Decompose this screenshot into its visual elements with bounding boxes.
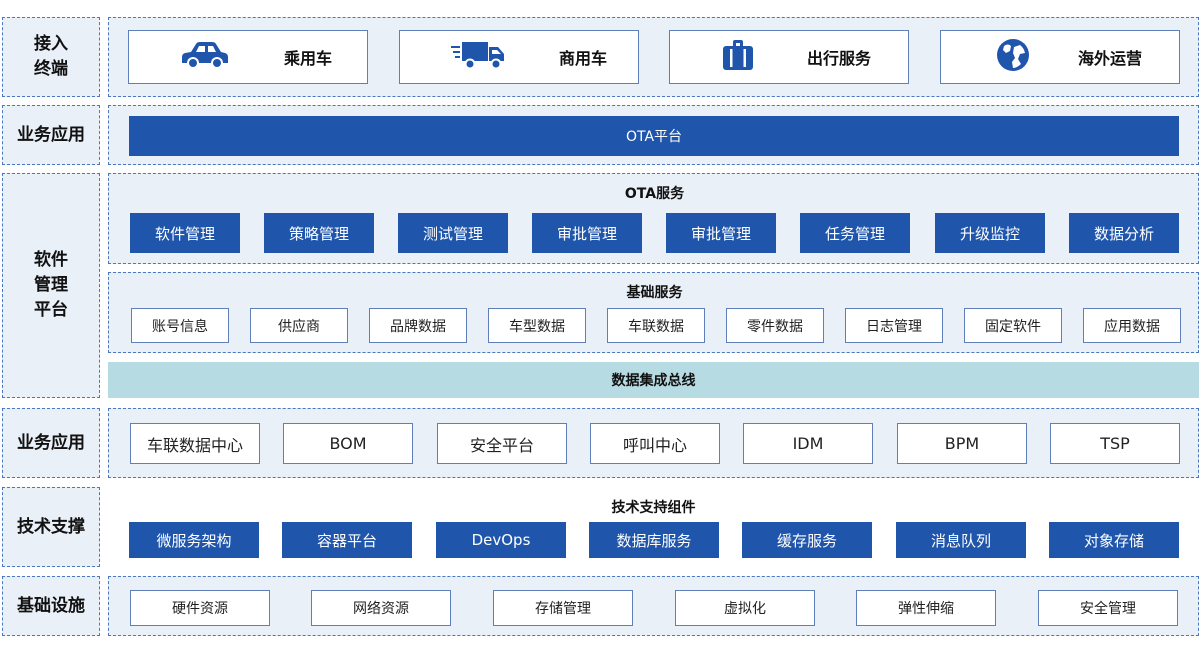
business-app-item: 呼叫中心 — [590, 423, 720, 464]
terminal-commercial-vehicle: 商用车 — [399, 30, 639, 84]
business-app-panel: OTA平台 — [108, 105, 1199, 165]
briefcase-icon — [722, 39, 754, 75]
business-apps-panel: 车联数据中心 BOM 安全平台 呼叫中心 IDM BPM TSP — [108, 408, 1199, 478]
business-app-item: TSP — [1050, 423, 1180, 464]
car-icon — [181, 41, 229, 73]
terminal-label: 出行服务 — [807, 49, 872, 68]
ota-service-title: OTA服务 — [624, 186, 685, 202]
infrastructure-item: 虚拟化 — [675, 590, 815, 626]
ota-service-item: 审批管理 — [532, 213, 642, 253]
business-app-item: IDM — [743, 423, 873, 464]
ota-service-item: 数据分析 — [1069, 213, 1179, 253]
data-integration-bus: 数据集成总线 — [108, 362, 1199, 398]
ota-platform-bar: OTA平台 — [129, 116, 1179, 156]
base-service-item: 应用数据 — [1083, 308, 1181, 343]
row-label-business-app-2: 业务应用 — [2, 408, 100, 478]
globe-icon — [996, 38, 1030, 76]
tech-support-title: 技术支持组件 — [611, 500, 696, 516]
ota-service-item: 升级监控 — [935, 213, 1045, 253]
terminal-label: 海外运营 — [1078, 49, 1143, 68]
base-service-item: 日志管理 — [845, 308, 943, 343]
row-label-tech-support: 技术支撑 — [2, 487, 100, 567]
infrastructure-item: 安全管理 — [1038, 590, 1178, 626]
infrastructure-panel: 硬件资源 网络资源 存储管理 虚拟化 弹性伸缩 安全管理 — [108, 576, 1199, 636]
terminal-passenger-car: 乘用车 — [128, 30, 368, 84]
row-label-software-platform: 软件 管理 平台 — [2, 173, 100, 398]
infrastructure-item: 网络资源 — [311, 590, 451, 626]
row-label-infrastructure: 基础设施 — [2, 576, 100, 636]
business-app-item: BPM — [897, 423, 1027, 464]
ota-service-item: 软件管理 — [130, 213, 240, 253]
base-service-item: 零件数据 — [726, 308, 824, 343]
truck-icon — [450, 39, 506, 75]
terminal-mobility-service: 出行服务 — [669, 30, 909, 84]
infrastructure-item: 存储管理 — [493, 590, 633, 626]
tech-support-panel: 技术支持组件 微服务架构 容器平台 DevOps 数据库服务 缓存服务 消息队列… — [108, 487, 1199, 567]
business-app-item: BOM — [283, 423, 413, 464]
terminal-label: 乘用车 — [284, 49, 333, 68]
ota-service-item: 任务管理 — [800, 213, 910, 253]
infrastructure-item: 弹性伸缩 — [856, 590, 996, 626]
base-service-item: 供应商 — [250, 308, 348, 343]
base-service-item: 品牌数据 — [369, 308, 467, 343]
ota-service-item: 审批管理 — [666, 213, 776, 253]
row-label-access: 接入 终端 — [2, 17, 100, 97]
terminal-overseas-operation: 海外运营 — [940, 30, 1180, 84]
base-service-item: 车型数据 — [488, 308, 586, 343]
base-service-item: 账号信息 — [131, 308, 229, 343]
base-service-item: 车联数据 — [607, 308, 705, 343]
tech-support-item: 微服务架构 — [129, 522, 259, 558]
tech-support-item: 消息队列 — [896, 522, 1026, 558]
tech-support-item: 缓存服务 — [742, 522, 872, 558]
base-service-item: 固定软件 — [964, 308, 1062, 343]
base-service-title: 基础服务 — [626, 285, 683, 301]
base-service-panel: 基础服务 账号信息 供应商 品牌数据 车型数据 车联数据 零件数据 日志管理 固… — [108, 272, 1199, 353]
terminal-label: 商用车 — [559, 49, 608, 68]
infrastructure-item: 硬件资源 — [130, 590, 270, 626]
terminals-panel: 乘用车 商用车 出行服务 — [108, 17, 1199, 97]
tech-support-item: 对象存储 — [1049, 522, 1179, 558]
business-app-item: 安全平台 — [437, 423, 567, 464]
tech-support-item: DevOps — [436, 522, 566, 558]
ota-service-panel: OTA服务 软件管理 策略管理 测试管理 审批管理 审批管理 任务管理 升级监控… — [108, 173, 1199, 264]
ota-service-item: 测试管理 — [398, 213, 508, 253]
tech-support-item: 容器平台 — [282, 522, 412, 558]
tech-support-item: 数据库服务 — [589, 522, 719, 558]
row-label-business-app: 业务应用 — [2, 105, 100, 165]
ota-service-item: 策略管理 — [264, 213, 374, 253]
business-app-item: 车联数据中心 — [130, 423, 260, 464]
